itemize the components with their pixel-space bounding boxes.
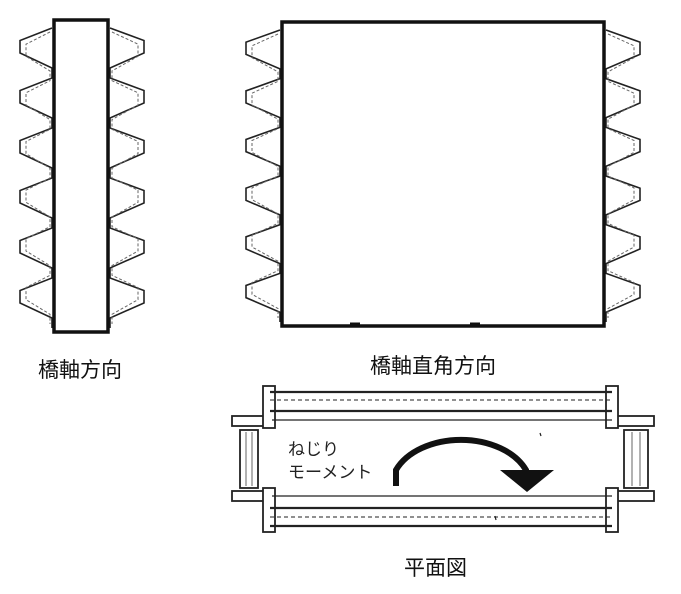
axial-bellows-left-outer — [19, 27, 53, 328]
plan-bottom-rail — [270, 506, 612, 528]
torsion-label-line2: モーメント — [288, 463, 373, 483]
axial-rubber-block — [52, 18, 110, 334]
perpendicular-direction-view — [245, 20, 641, 328]
plan-inner-body — [272, 419, 612, 521]
perp-bellows-left-outer — [245, 29, 281, 322]
axial-direction-view — [19, 18, 145, 334]
plan-left-end-plate — [231, 415, 273, 502]
plan-right-end-plate — [611, 415, 655, 502]
axial-bellows-right-inner — [111, 31, 139, 324]
perp-rubber-block — [280, 20, 606, 328]
plan-top-rail — [270, 390, 612, 413]
torsion-label-line1: ねじり — [288, 440, 339, 460]
perp-bottom-fittings — [308, 322, 558, 328]
perp-bellows-right-inner — [607, 33, 635, 318]
axial-direction-label: 橋軸方向 — [38, 358, 122, 382]
perp-bellows-left-inner — [251, 33, 279, 318]
perpendicular-direction-label: 橋軸直角方向 — [370, 354, 496, 378]
plan-view-label: 平面図 — [404, 556, 467, 580]
torsion-moment-arrow — [393, 436, 554, 492]
perp-bellows-right-outer — [605, 29, 641, 322]
axial-bellows-right-outer — [109, 27, 145, 328]
axial-bellows-left-inner — [25, 31, 51, 324]
plan-view-drawing — [231, 385, 655, 533]
plan-side-frames — [262, 385, 619, 533]
